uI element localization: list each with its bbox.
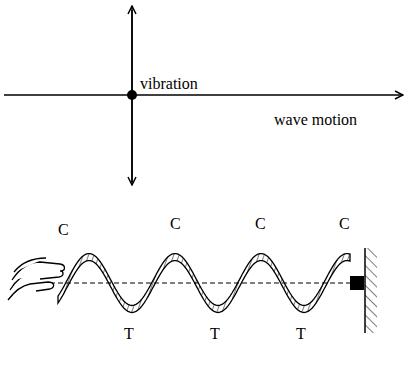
wave-motion-arrow [4, 94, 403, 96]
crest-label: C [339, 216, 350, 232]
crest-label: C [170, 216, 181, 232]
wall [365, 248, 377, 333]
hand [8, 258, 65, 300]
axis-label: vibration [140, 76, 198, 92]
fixed-block [350, 276, 364, 290]
trough-label: T [210, 326, 220, 342]
wall [364, 248, 366, 333]
crest-label: C [255, 216, 266, 232]
crest-label: C [58, 222, 69, 238]
wave-string [58, 254, 350, 313]
trough-label: T [124, 326, 134, 342]
axis-label: wave motion [274, 112, 357, 128]
trough-label: T [296, 326, 306, 342]
particle-dot [127, 90, 137, 100]
